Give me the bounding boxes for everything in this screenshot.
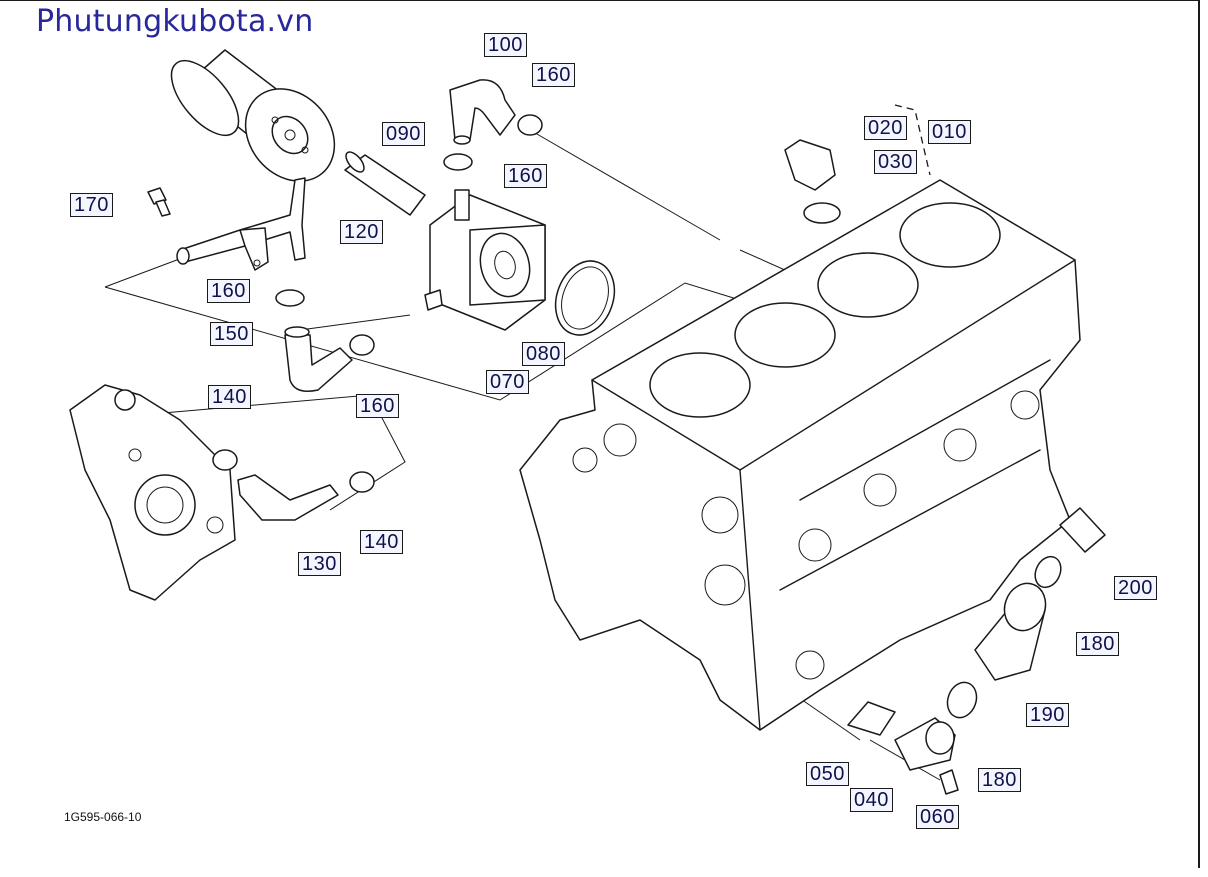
- o-ring-080: [554, 260, 616, 336]
- callout-140-lower[interactable]: 140: [360, 530, 403, 554]
- callout-160-top[interactable]: 160: [532, 63, 575, 87]
- drain-plug-200: [1034, 507, 1106, 589]
- callout-160-bottom[interactable]: 160: [356, 394, 399, 418]
- callout-040[interactable]: 040: [850, 788, 893, 812]
- callout-020[interactable]: 020: [864, 116, 907, 140]
- water-flange: [69, 384, 236, 601]
- oil-cooler-070: [424, 189, 546, 331]
- hose-clamps: [212, 114, 543, 493]
- callout-170[interactable]: 170: [70, 193, 113, 217]
- callout-140-upper[interactable]: 140: [208, 385, 251, 409]
- callout-120[interactable]: 120: [340, 220, 383, 244]
- oil-filter: [170, 49, 336, 182]
- callout-160-mid[interactable]: 160: [504, 164, 547, 188]
- watermark-logo: Phutungkubota.vn: [36, 4, 314, 39]
- nipple-090: [344, 151, 426, 216]
- pipe-120: [176, 177, 306, 271]
- callout-060[interactable]: 060: [916, 805, 959, 829]
- callout-130[interactable]: 130: [298, 552, 341, 576]
- callout-200[interactable]: 200: [1114, 576, 1157, 600]
- filler-cap-020: [784, 104, 931, 224]
- callout-050[interactable]: 050: [806, 762, 849, 786]
- callout-190[interactable]: 190: [1026, 703, 1069, 727]
- callout-150[interactable]: 150: [210, 322, 253, 346]
- callout-070[interactable]: 070: [486, 370, 529, 394]
- bolt-170: [147, 187, 171, 217]
- hose-130: [237, 474, 339, 521]
- callout-180-lower[interactable]: 180: [978, 768, 1021, 792]
- callout-100[interactable]: 100: [484, 33, 527, 57]
- callout-180-upper[interactable]: 180: [1076, 632, 1119, 656]
- callout-010[interactable]: 010: [928, 120, 971, 144]
- drawing-number: 1G595-066-10: [64, 810, 142, 824]
- flange-040-gasket-050: [847, 701, 959, 795]
- hose-100: [449, 79, 516, 145]
- callout-090[interactable]: 090: [382, 122, 425, 146]
- callout-080[interactable]: 080: [522, 342, 565, 366]
- hose-150: [284, 326, 353, 392]
- callout-160-left[interactable]: 160: [207, 279, 250, 303]
- callout-030[interactable]: 030: [874, 150, 917, 174]
- engine-block: [519, 179, 1081, 731]
- plug-190: [946, 582, 1047, 719]
